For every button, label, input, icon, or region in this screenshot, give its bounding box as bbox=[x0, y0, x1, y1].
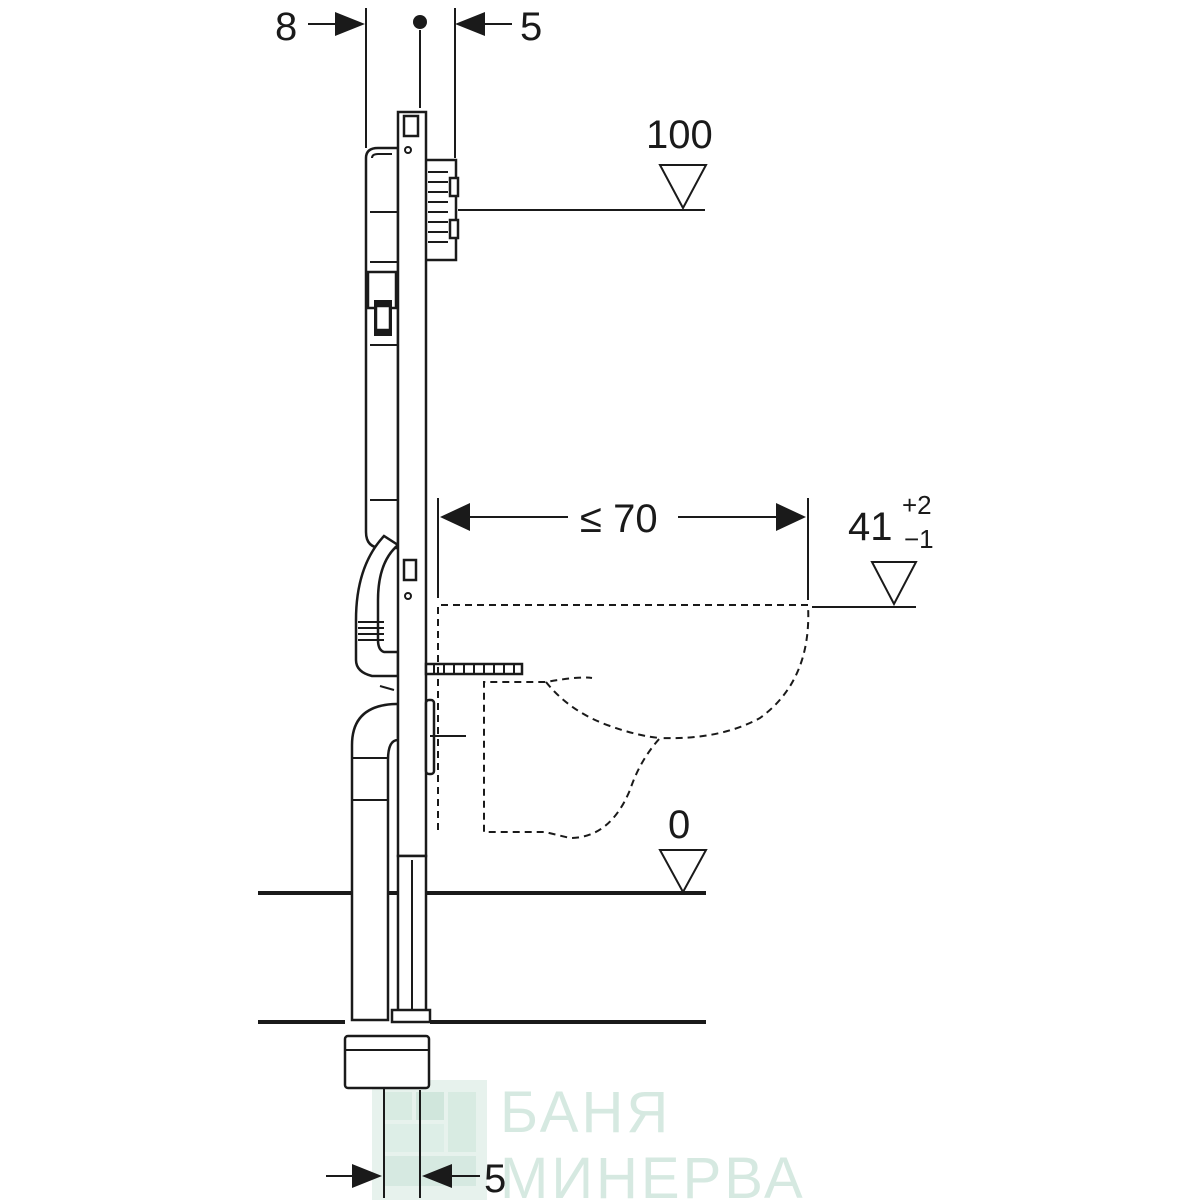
watermark-logo-tile bbox=[384, 1124, 444, 1152]
arrow-left-icon bbox=[422, 1164, 452, 1188]
dimension-label-width: ≤ 70 bbox=[580, 497, 658, 541]
dimension-label-top-right: 5 bbox=[520, 5, 542, 49]
toilet-bowl-dashed bbox=[437, 604, 810, 840]
frame-bracket bbox=[402, 114, 420, 138]
dimension-bottom: 5 bbox=[326, 1088, 506, 1200]
frame-upright bbox=[396, 110, 428, 858]
waste-pipe-connector bbox=[343, 1034, 431, 1090]
level-marker-0: 0 bbox=[658, 803, 708, 895]
watermark-logo-tile bbox=[448, 1092, 476, 1152]
dimension-label-top-left: 8 bbox=[275, 5, 297, 49]
watermark-logo-tile bbox=[384, 1092, 412, 1120]
arrow-right-icon bbox=[335, 12, 365, 36]
frame-hole bbox=[404, 592, 412, 600]
flush-pipe-body bbox=[354, 534, 401, 678]
cistern-detail bbox=[371, 153, 392, 159]
watermark-text-line2: МИНЕРВА bbox=[500, 1146, 806, 1200]
cistern-body bbox=[364, 146, 400, 550]
arrow-left-icon bbox=[440, 503, 470, 531]
floor-lines bbox=[258, 891, 706, 1024]
cistern-valve-inner bbox=[374, 304, 392, 332]
cistern bbox=[364, 146, 400, 550]
toilet-bowl-outline bbox=[437, 604, 810, 840]
frame-hole bbox=[404, 146, 412, 154]
level-label-41: 41 bbox=[848, 505, 893, 549]
dimension-top: 8 5 bbox=[275, 5, 542, 158]
toilet-bowl-inner bbox=[545, 681, 661, 739]
flush-plate-clip bbox=[448, 176, 460, 198]
watermark-logo: БАНЯ МИНЕРВА bbox=[372, 1080, 806, 1200]
center-mark-icon bbox=[413, 15, 427, 29]
frame-foot-plate bbox=[390, 1008, 432, 1024]
arrow-left-icon bbox=[455, 12, 485, 36]
level-tolerance-plus: +2 bbox=[902, 490, 932, 520]
level-triangle-icon bbox=[870, 561, 918, 607]
dimension-label-bottom: 5 bbox=[484, 1157, 506, 1200]
waste-pipe bbox=[343, 702, 431, 1090]
flush-pipe bbox=[354, 534, 401, 678]
arrow-right-icon bbox=[776, 503, 806, 531]
level-marker-41: 41 +2 −1 bbox=[812, 490, 934, 608]
level-label-0: 0 bbox=[668, 803, 690, 847]
watermark-logo-tile bbox=[384, 1156, 476, 1186]
level-triangle-icon bbox=[658, 164, 708, 211]
level-tolerance-minus: −1 bbox=[904, 524, 934, 554]
waste-pipe-body bbox=[350, 702, 400, 1022]
level-marker-100: 100 bbox=[458, 113, 713, 211]
flush-plate-clip bbox=[448, 218, 460, 240]
frame-detail bbox=[379, 685, 395, 691]
level-triangle-icon bbox=[658, 849, 708, 895]
watermark-text-line1: БАНЯ bbox=[500, 1080, 671, 1145]
installation-frame bbox=[379, 110, 524, 1024]
frame-bracket bbox=[402, 558, 418, 582]
dimension-width: ≤ 70 bbox=[437, 497, 809, 600]
arrow-right-icon bbox=[352, 1164, 382, 1188]
level-label-100: 100 bbox=[646, 113, 713, 157]
